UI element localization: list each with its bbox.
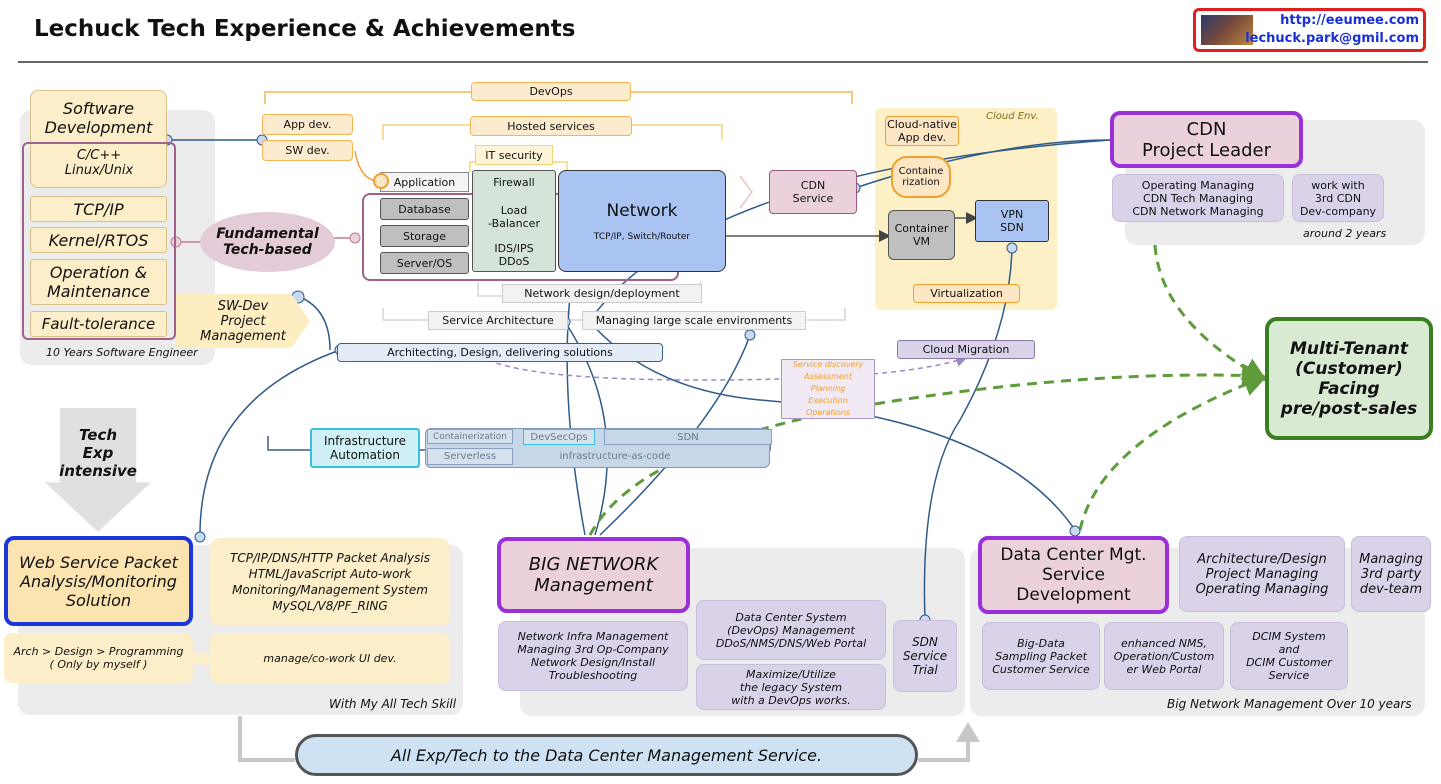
- containerization-box: Containerization: [427, 429, 513, 444]
- avatar: [1201, 15, 1253, 45]
- network-subtitle: TCP/IP, Switch/Router: [593, 232, 691, 242]
- tcpip-box: TCP/IP: [30, 196, 167, 222]
- database-box: Database: [380, 198, 469, 220]
- network-title: Network: [606, 201, 678, 221]
- software-group-outline: [22, 142, 176, 340]
- tech-exp-label: Tech Exp intensive: [59, 426, 137, 480]
- contact-card: http://eeumee.com lechuck.park@gmil.com: [1193, 8, 1426, 52]
- application-dot: [373, 173, 389, 189]
- service-discovery-steps: Service discovery Assessment Planning Ex…: [781, 359, 875, 419]
- app-dev-box: App dev.: [262, 114, 353, 135]
- swdev-project-management: SW-Dev Project Management: [176, 294, 310, 348]
- dc-bigdata: Big-Data Sampling Packet Customer Servic…: [982, 622, 1100, 690]
- web-ui-box: manage/co-work UI dev.: [210, 633, 450, 683]
- years-label: 10 Years Software Engineer: [46, 346, 198, 359]
- cdn-years: around 2 years: [1303, 227, 1387, 240]
- devops-box: DevOps: [471, 82, 631, 101]
- bottom-summary-bar: All Exp/Tech to the Data Center Manageme…: [295, 734, 918, 776]
- operation-maintenance-box: Operation & Maintenance: [30, 259, 167, 305]
- dc-nms: enhanced NMS, Operation/Custom er Web Po…: [1104, 622, 1224, 690]
- hosted-services-box: Hosted services: [470, 116, 632, 136]
- security-stack: [472, 170, 556, 272]
- kernel-rtos-box: Kernel/RTOS: [30, 227, 167, 253]
- iac-label: infrastructure-as-code: [559, 451, 671, 462]
- dc-third-party: Managing 3rd party dev-team: [1351, 536, 1431, 612]
- cdn-duties: Operating Managing CDN Tech Managing CDN…: [1112, 174, 1284, 222]
- application-box: Application: [380, 172, 469, 192]
- website-link[interactable]: http://eeumee.com: [1280, 13, 1419, 28]
- architecting-box: Architecting, Design, delivering solutio…: [337, 343, 663, 362]
- bignet-dc-system: Data Center System (DevOps) Management D…: [696, 600, 886, 660]
- web-arrow: [193, 650, 211, 668]
- dc-footer: Big Network Management Over 10 years: [1167, 697, 1412, 711]
- ids-ddos-label: IDS/IPS DDoS: [494, 242, 534, 268]
- big-network-title: BIG NETWORK Management: [497, 537, 690, 613]
- web-service-title: Web Service Packet Analysis/Monitoring S…: [4, 536, 193, 626]
- network-box: [558, 170, 726, 272]
- devsecops-box: DevSecOps: [523, 429, 595, 445]
- bignet-maximize: Maximize/Utilize the legacy System with …: [696, 664, 886, 710]
- network-design-box: Network design/deployment: [502, 284, 702, 303]
- cloud-native-box: Cloud-native App dev.: [885, 116, 959, 146]
- dc-mgt-title: Data Center Mgt. Service Development: [978, 536, 1169, 614]
- cdn-work-with: work with 3rd CDN Dev-company: [1292, 174, 1384, 222]
- bignet-infra: Network Infra Management Managing 3rd Op…: [498, 621, 688, 691]
- it-security-box: IT security: [475, 145, 553, 165]
- dc-arch: Architecture/Design Project Managing Ope…: [1179, 536, 1345, 612]
- serverless-box: Serverless: [427, 448, 513, 465]
- web-arch-box: Arch > Design > Programming ( Only by my…: [4, 633, 193, 683]
- vpn-sdn-box: VPN SDN: [975, 200, 1049, 242]
- fundamental-tech: Fundamental Tech-based: [200, 212, 335, 272]
- dc-dcim: DCIM System and DCIM Customer Service: [1230, 622, 1348, 690]
- fault-tolerance-box: Fault-tolerance: [30, 311, 167, 337]
- email-link[interactable]: lechuck.park@gmil.com: [1245, 31, 1419, 46]
- load-balancer-label: Load -Balancer: [488, 204, 540, 230]
- cdn-project-leader: CDN Project Leader: [1110, 111, 1303, 168]
- storage-box: Storage: [380, 225, 469, 247]
- sdn-service-trial: SDN Service Trial: [893, 620, 957, 692]
- firewall-label: Firewall: [493, 175, 535, 189]
- sw-dev-box: SW dev.: [262, 140, 353, 161]
- server-os-box: Server/OS: [380, 252, 469, 274]
- page-title: Lechuck Tech Experience & Achievements: [34, 16, 576, 42]
- cloud-env-label: Cloud Env.: [986, 111, 1039, 122]
- infra-automation-box: Infrastructure Automation: [310, 428, 420, 468]
- multi-tenant-box: Multi-Tenant (Customer) Facing pre/post-…: [1265, 317, 1433, 440]
- container-vm-box: Container VM: [888, 210, 955, 260]
- web-tech-list: TCP/IP/DNS/HTTP Packet Analysis HTML/Jav…: [210, 538, 450, 626]
- virtualization-box: Virtualization: [913, 284, 1020, 303]
- software-development: Software Development: [30, 90, 167, 188]
- containerization-cloud-box: Containe rization: [891, 156, 951, 198]
- cloud-migration-box: Cloud Migration: [897, 340, 1035, 359]
- cdn-service-box: CDN Service: [769, 170, 857, 214]
- service-architecture-box: Service Architecture: [428, 311, 568, 330]
- web-footer: With My All Tech Skill: [329, 697, 457, 711]
- large-scale-box: Managing large scale environments: [582, 311, 806, 330]
- cpp-linux: C/C++ Linux/Unix: [64, 148, 134, 178]
- sdn-box: SDN: [604, 429, 772, 445]
